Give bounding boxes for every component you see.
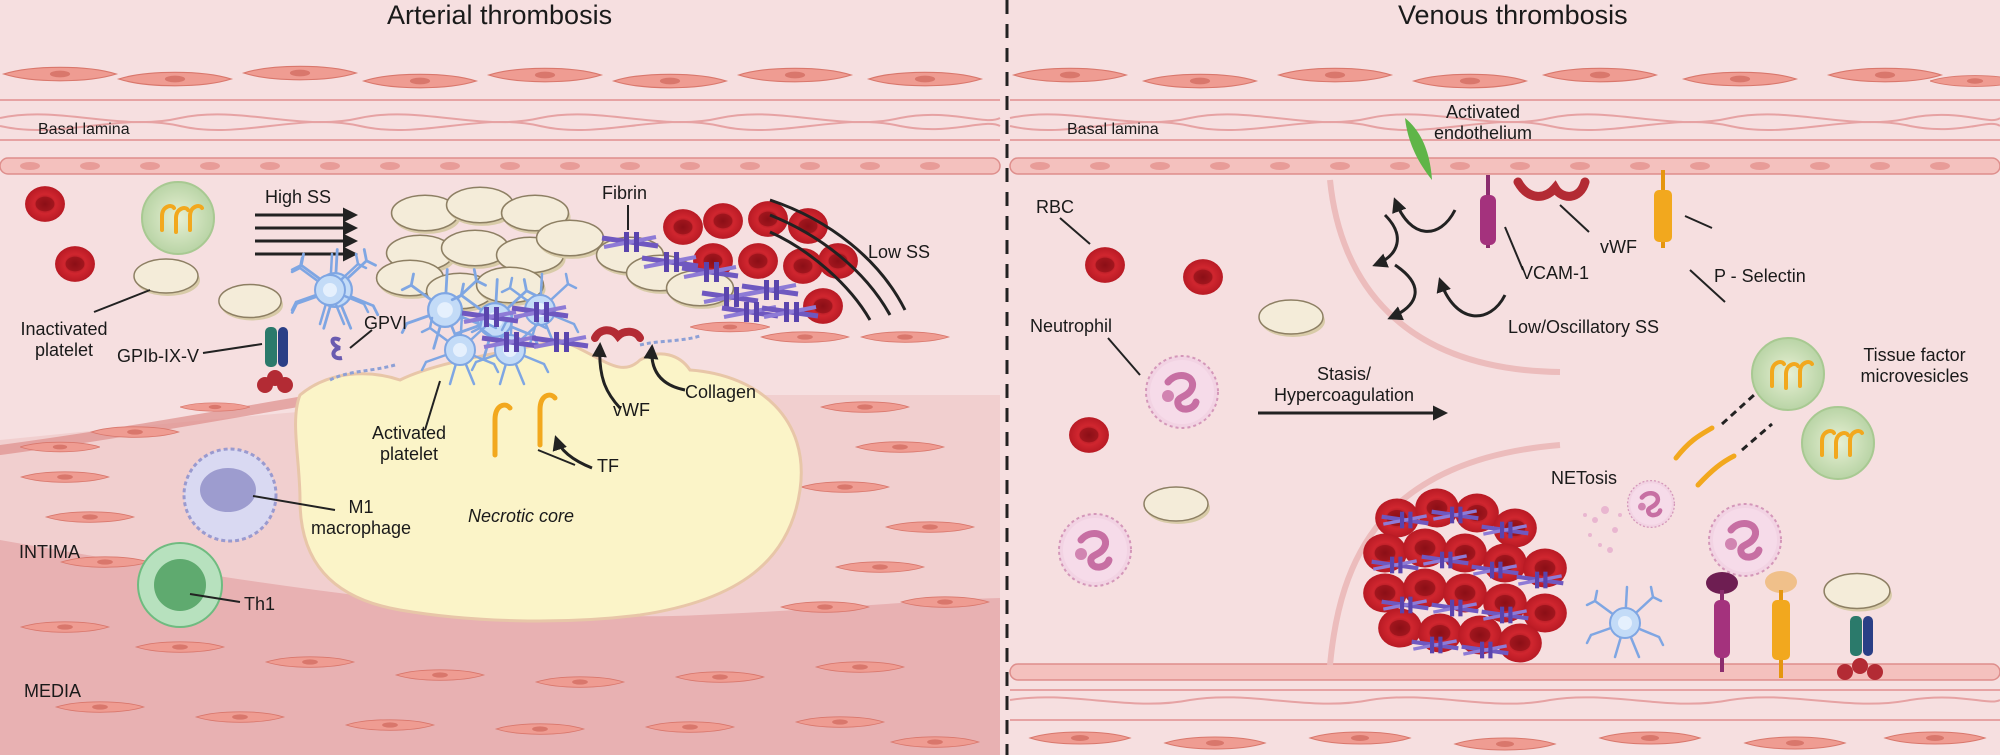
- bottom-p-selectin: [1765, 571, 1797, 678]
- title-arterial: Arterial thrombosis: [387, 0, 613, 30]
- netosis-label: NETosis: [1551, 468, 1618, 488]
- low-ss-label: Low SS: [868, 242, 931, 262]
- activated-platelet-label: Activated platelet: [363, 423, 455, 465]
- neutrophil-cell: [1709, 504, 1781, 576]
- th1-cell: [137, 542, 223, 628]
- gpib-platelet: [218, 283, 293, 393]
- gpvi-receptor: [330, 336, 343, 361]
- m1-label-line2: macrophage: [310, 518, 412, 538]
- media-label: MEDIA: [24, 681, 82, 701]
- vwf-label-arterial: vWF: [613, 400, 650, 420]
- released-tf: [1673, 425, 1737, 488]
- collagen-label: Collagen: [685, 382, 757, 402]
- high-ss-arrows: [255, 207, 358, 262]
- tf-proteins: [492, 392, 558, 458]
- stasis-line2: Hypercoagulation: [1273, 385, 1415, 405]
- neutrophil-cell: [1146, 356, 1218, 428]
- vcam1-receptor: [1480, 175, 1496, 248]
- inactivated-platelet-line2: platelet: [34, 340, 94, 360]
- p-selectin-label: P - Selectin: [1714, 266, 1806, 286]
- top-endothelium: [0, 157, 2000, 175]
- intima-label: INTIMA: [19, 542, 80, 562]
- rbc-label: RBC: [1036, 197, 1075, 217]
- microvesicle: [1800, 405, 1876, 481]
- venous-bottom-wall: [1009, 663, 2000, 751]
- p-selectin-receptor: [1654, 170, 1672, 248]
- stasis-line1: Stasis/: [1316, 364, 1372, 384]
- tf-microvesicles-line1: Tissue factor: [1863, 345, 1966, 365]
- basal-lamina-lines: [0, 99, 2000, 141]
- net-debris: [1583, 506, 1622, 553]
- venous-platelet: [1258, 299, 1326, 338]
- fibrin-label: Fibrin: [602, 183, 648, 203]
- venous-vwf: [1513, 177, 1590, 201]
- vwf-molecule: [591, 326, 644, 343]
- microvesicle: [1750, 336, 1826, 412]
- activated-endothelium-line1: Activated: [1445, 102, 1521, 122]
- stasis-label: Stasis/ Hypercoagulation: [1256, 364, 1432, 406]
- neutrophil-label: Neutrophil: [1030, 316, 1113, 336]
- gpib-label: GPIb-IX-V: [117, 346, 200, 366]
- basal-lamina-label-left: Basal lamina: [38, 121, 130, 138]
- activated-platelet-line1: Activated: [371, 423, 447, 443]
- activated-endothelium-label: Activated endothelium: [1418, 102, 1548, 144]
- arterial-top-wall: [0, 65, 2000, 175]
- activated-endothelium-icon: [1405, 118, 1432, 180]
- bottom-vcam1: [1706, 572, 1738, 672]
- inactivated-platelet-line1: Inactivated: [20, 319, 108, 339]
- tf-label: TF: [597, 456, 619, 476]
- low-ss-lines: [769, 198, 907, 321]
- neutrophil-cell: [1059, 514, 1131, 586]
- vwf-label-venous: vWF: [1600, 237, 1637, 257]
- activated-endothelium-line2: endothelium: [1433, 123, 1533, 143]
- tissue-factor-microvesicles-label: Tissue factor microvesicles: [1842, 345, 1987, 387]
- m1-label-line1: M1: [348, 497, 374, 517]
- activated-platelet-line2: platelet: [379, 444, 439, 464]
- th1-label: Th1: [244, 594, 276, 614]
- netosis-neutrophil: [1628, 481, 1675, 528]
- vcam1-label: VCAM-1: [1521, 263, 1590, 283]
- tissue-factor-vesicle: [140, 180, 216, 256]
- collagen-fibers: [329, 334, 701, 382]
- tf-microvesicles-line2: microvesicles: [1860, 366, 1969, 386]
- label-arrows: [552, 342, 686, 470]
- m1-macrophage-label: M1 macrophage: [301, 497, 421, 539]
- m1-macrophage: [182, 447, 278, 543]
- title-venous: Venous thrombosis: [1398, 0, 1628, 30]
- venous-platelet: [1143, 486, 1211, 525]
- microvesicle-dashes: [1720, 393, 1773, 452]
- necrotic-core-label: Necrotic core: [468, 506, 575, 526]
- high-ss-label: High SS: [265, 187, 332, 207]
- low-oscillatory-ss-label: Low/Oscillatory SS: [1508, 317, 1660, 337]
- basal-lamina-label-right: Basal lamina: [1067, 121, 1159, 138]
- inactivated-platelet: [133, 258, 201, 297]
- oscillatory-ss-arrows: [1372, 197, 1507, 321]
- leader-lines: [93, 204, 1726, 603]
- inactivated-platelet-label: Inactivated platelet: [12, 319, 116, 361]
- bottom-gpib-platelet: [1823, 572, 1893, 680]
- gpvi-label: GPVI: [364, 313, 408, 333]
